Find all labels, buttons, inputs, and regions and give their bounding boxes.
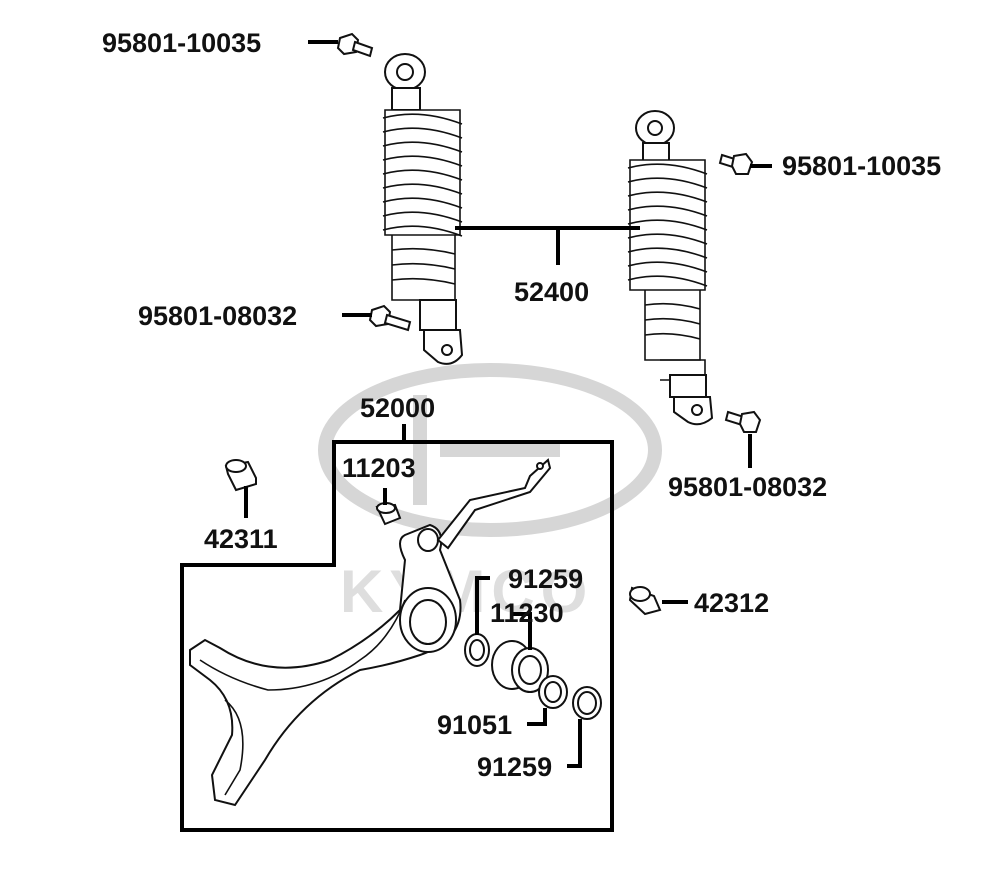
label-bearing-housing: 11230 xyxy=(490,598,564,628)
bearing-housing xyxy=(491,640,549,693)
collar-42312 xyxy=(628,586,662,616)
leader-lines xyxy=(244,40,772,768)
label-collar-42312: 42312 xyxy=(694,588,769,618)
label-bolt-top-right: 95801-10035 xyxy=(782,151,941,181)
shock-absorber-left xyxy=(382,53,464,365)
label-collar-11203: 11203 xyxy=(342,453,416,483)
collar-42311 xyxy=(224,459,257,492)
label-bolt-bottom-right: 95801-08032 xyxy=(668,472,827,502)
bolt-top-right xyxy=(718,152,754,175)
swing-arm-bracket xyxy=(189,458,552,807)
oil-seal-upper xyxy=(464,633,490,667)
shock-absorber-right xyxy=(627,110,714,426)
label-oil-seal-lower: 91259 xyxy=(477,752,552,782)
label-oil-seal-upper: 91259 xyxy=(508,564,583,594)
label-bolt-bottom-left: 95801-08032 xyxy=(138,301,297,331)
bearing xyxy=(538,675,568,709)
label-shock-absorber: 52400 xyxy=(514,277,589,307)
bolt-top-left xyxy=(336,32,374,58)
label-bearing: 91051 xyxy=(437,710,512,740)
label-collar-42311: 42311 xyxy=(204,524,278,554)
label-bolt-top-left: 95801-10035 xyxy=(102,28,261,58)
oil-seal-lower xyxy=(572,686,602,720)
label-bracket-assembly: 52000 xyxy=(360,393,435,423)
bolt-bottom-left xyxy=(368,304,412,332)
bolt-bottom-right xyxy=(724,410,762,433)
kymco-watermark: KYMCO xyxy=(318,363,662,625)
watermark-text: KYMCO xyxy=(340,558,593,625)
bracket-assembly-outline xyxy=(180,440,614,832)
